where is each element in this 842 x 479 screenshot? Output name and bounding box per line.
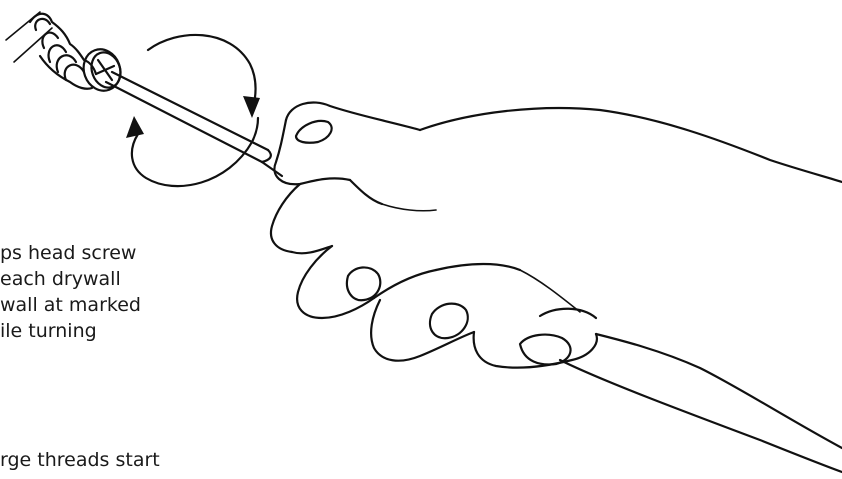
screwdriver-icon	[104, 70, 284, 178]
hand-illustration	[269, 101, 842, 474]
instruction-line-3: wall at marked	[0, 294, 141, 316]
instruction-line-2: each drywall	[0, 268, 121, 290]
next-step-text: rge threads start	[0, 449, 160, 471]
instruction-line-4: ile turning	[0, 320, 97, 342]
rotate-arrows-icon	[126, 33, 260, 188]
step-instruction-text: ps head screw each drywall wall at marke…	[0, 241, 141, 345]
instruction-line-1: ps head screw	[0, 242, 137, 264]
drywall-anchor-icon	[5, 11, 122, 92]
